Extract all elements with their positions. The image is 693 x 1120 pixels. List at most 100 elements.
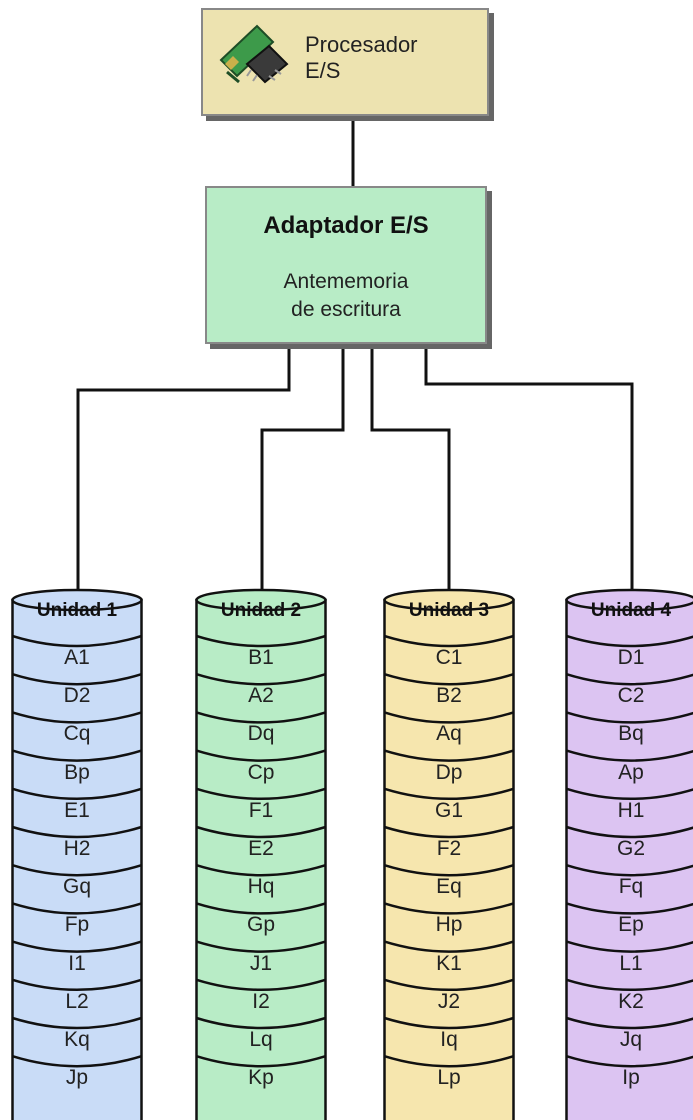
data-block-label: D1 [617,646,645,669]
platter-divider [566,1016,693,1030]
data-block-label: Ip [622,1066,640,1090]
data-block-label: L2 [65,989,89,1013]
platter-divider [384,902,514,915]
data-block-label: E1 [64,798,90,822]
io-adapter-box: Adaptador E/S Antememoria de escritura [205,186,487,344]
cylinder-shape [565,588,693,1120]
platter-divider [566,787,693,801]
platter-divider [196,978,326,992]
platter-divider [384,787,514,801]
platter-divider [12,940,142,953]
platter-divider [12,749,142,762]
data-block-label: Kp [248,1066,274,1090]
platter-divider [566,1055,693,1068]
platter-divider [384,825,514,839]
data-block-label: Eq [436,875,462,899]
data-block-label: Bp [64,760,90,784]
data-block-label: Hp [435,913,463,937]
data-block-label: Jp [65,1066,89,1090]
platter-divider [196,940,326,953]
platter-divider [12,1016,142,1030]
platter-divider [566,749,693,762]
data-block-label: J2 [437,989,461,1013]
platter-divider [384,673,514,686]
io-processor-box: Procesador E/S [201,8,489,116]
data-block-label: Cq [63,722,91,746]
wire-unit-4 [424,344,634,600]
data-block-label: E2 [248,837,274,860]
platter-divider [196,711,326,724]
data-block-label: Lq [249,1028,273,1051]
cylinder-shape [195,588,327,1120]
data-block-label: Lp [437,1066,461,1090]
data-block-label: Iq [440,1028,458,1051]
platter-divider [196,634,326,648]
platter-divider [384,940,514,953]
data-block-label: Dq [247,722,275,746]
platter-divider [566,940,693,953]
data-block-label: Dp [435,760,463,784]
unit-title: Unidad 4 [590,600,672,621]
data-block-label: B2 [436,684,462,708]
data-block-label: J1 [249,951,273,975]
platter-divider [196,864,326,877]
platter-divider [196,825,326,839]
platter-divider [12,864,142,877]
platter-divider [12,673,142,686]
platter-divider [566,673,693,686]
platter-divider [384,978,514,992]
platter-divider [196,749,326,762]
data-block-label: F1 [248,798,274,822]
wire-unit-3 [370,344,451,600]
platter-divider [12,902,142,915]
platter-divider [566,864,693,877]
data-block-label: Bq [618,722,644,746]
platter-divider [384,749,514,762]
cylinder-shape [11,588,143,1120]
platter-divider [196,673,326,686]
data-block-label: F2 [436,837,462,860]
platter-divider [12,1055,142,1068]
platter-divider [566,634,693,648]
data-block-label: Gp [246,913,275,937]
data-block-label: G2 [616,837,645,860]
data-block-label: K1 [436,951,462,975]
unit-title: Unidad 1 [36,600,118,621]
data-block-label: Fq [618,875,644,899]
wire-unit-1 [76,344,291,600]
platter-divider [566,902,693,915]
data-block-label: Gq [62,875,91,899]
io-processor-card-icon [219,24,289,84]
data-block-label: Aq [436,722,462,746]
platter-divider [12,711,142,724]
processor-label: Procesador E/S [305,32,418,83]
unit-title: Unidad 3 [408,600,490,621]
data-block-label: G1 [434,798,463,822]
platter-divider [566,711,693,724]
platter-divider [384,864,514,877]
data-block-label: A1 [64,646,90,669]
platter-divider [196,1055,326,1068]
data-block-label: B1 [248,646,274,669]
platter-divider [12,634,142,648]
data-block-label: I2 [252,989,270,1013]
data-block-label: Jq [619,1028,643,1051]
platter-divider [196,902,326,915]
data-block-label: I1 [68,951,86,975]
data-block-label: Cp [247,760,275,784]
platter-divider [384,634,514,648]
data-block-label: D2 [63,684,91,708]
data-block-label: C2 [617,684,645,708]
wire-unit-2 [260,344,345,600]
data-block-label: C1 [435,646,463,669]
platter-divider [384,711,514,724]
platter-divider [566,978,693,992]
unit-title: Unidad 2 [220,600,302,621]
data-block-label: A2 [248,684,274,708]
data-block-label: Ep [618,913,644,937]
data-block-label: K2 [618,989,644,1013]
data-block-label: H2 [63,837,91,860]
